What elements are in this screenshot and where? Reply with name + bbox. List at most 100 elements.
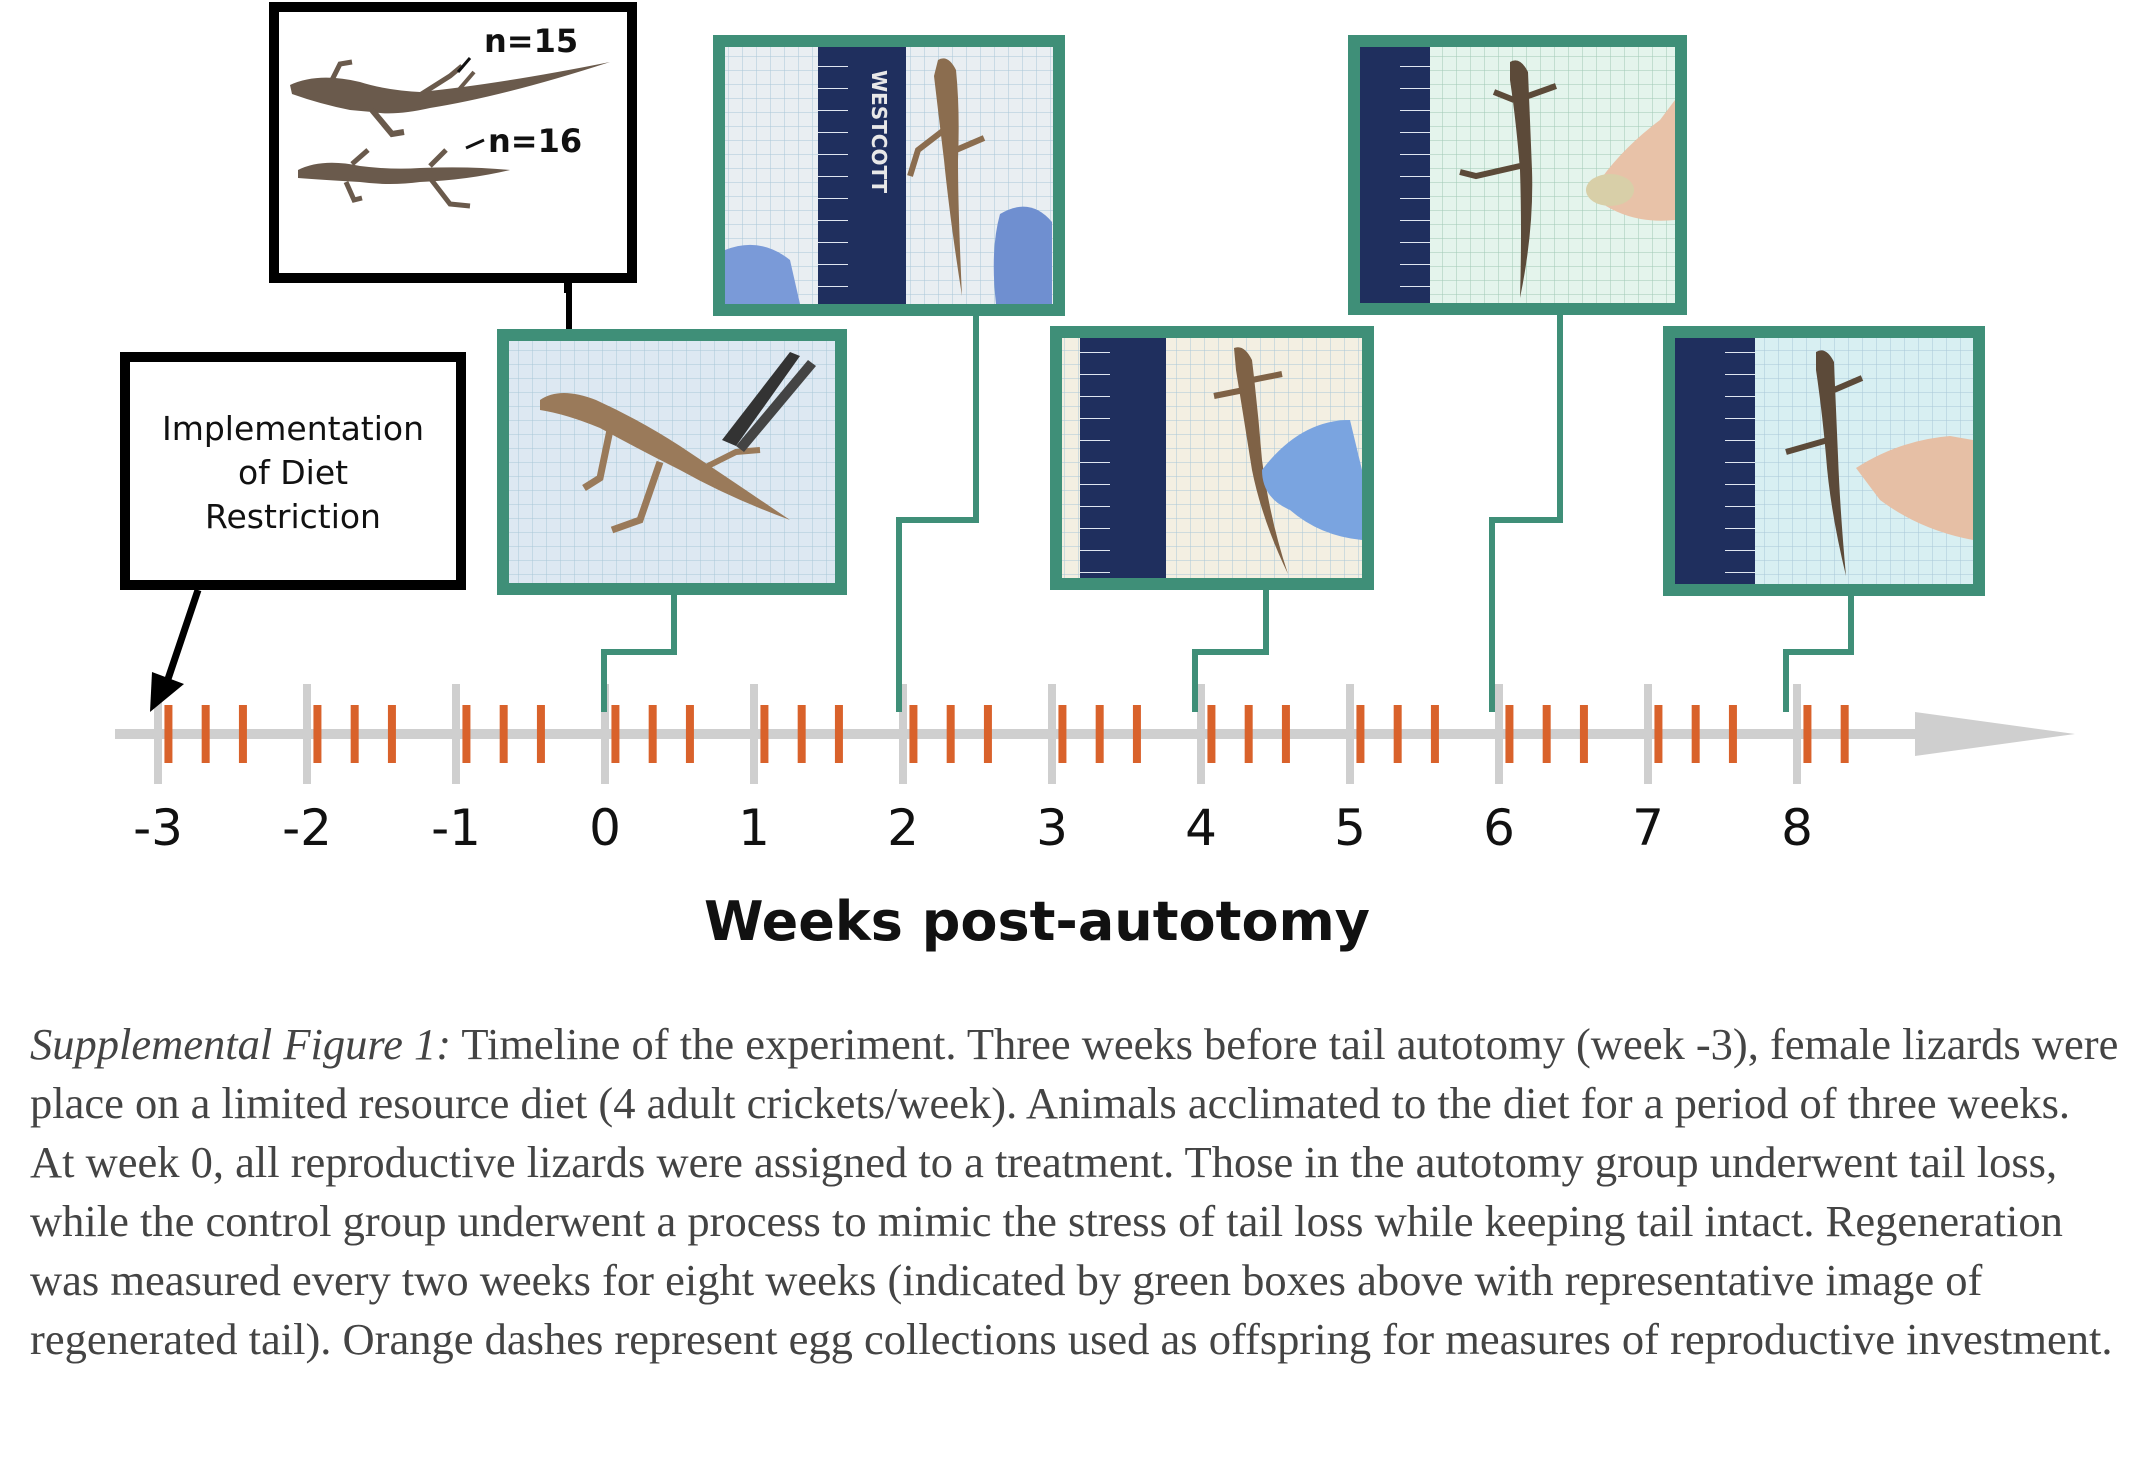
egg-collection-dash xyxy=(1579,705,1588,763)
measurement-week-4 xyxy=(1050,326,1374,712)
sample-size-callout: n=15 n=16 xyxy=(269,2,637,330)
egg-collection-dash xyxy=(1542,705,1551,763)
week-label--3: -3 xyxy=(133,799,183,857)
diet-box-line-3: Restriction xyxy=(205,497,381,536)
week-label--2: -2 xyxy=(282,799,332,857)
egg-collection-dash xyxy=(238,705,247,763)
week-4-photo xyxy=(1062,338,1362,578)
measurement-week-6 xyxy=(1348,35,1687,712)
hand-icon xyxy=(1856,436,1973,540)
week-0-photo xyxy=(509,341,835,583)
caption-label: Supplemental Figure 1: xyxy=(30,1019,452,1069)
egg-collection-dash xyxy=(1281,705,1290,763)
week-6-connector xyxy=(1489,314,1563,712)
week-label-8: 8 xyxy=(1781,799,1813,857)
week-2-photo: WESTCOTT xyxy=(725,47,1053,304)
gloved-hand-icon xyxy=(993,206,1052,304)
egg-collection-dash xyxy=(946,705,955,763)
egg-collection-dash xyxy=(164,705,173,763)
week-tick-8 xyxy=(1793,684,1801,784)
forceps-icon xyxy=(722,352,800,446)
lizard-photo-icon xyxy=(1816,350,1846,576)
egg-collection-dash xyxy=(1244,705,1253,763)
egg-collection-dash xyxy=(1430,705,1439,763)
lizard-autotomized-icon xyxy=(298,148,510,209)
week-label-0: 0 xyxy=(589,799,621,857)
diet-arrowhead-icon xyxy=(150,672,184,712)
egg-collection-dash xyxy=(350,705,359,763)
egg-collection-dash xyxy=(648,705,657,763)
week-label-4: 4 xyxy=(1185,799,1217,857)
egg-collection-dash xyxy=(1728,705,1737,763)
diet-restriction-box xyxy=(120,352,466,590)
axis-line xyxy=(115,729,1925,739)
week-label-6: 6 xyxy=(1483,799,1515,857)
sample-size-box xyxy=(269,2,637,283)
week-tick-1 xyxy=(750,684,758,784)
diet-restriction-callout: Implementation of Diet Restriction xyxy=(120,352,466,712)
egg-collection-dash xyxy=(201,705,210,763)
egg-collection-dash xyxy=(834,705,843,763)
egg-collection-dash xyxy=(1132,705,1141,763)
week-tick--2 xyxy=(303,684,311,784)
egg-collection-dash xyxy=(611,705,620,763)
egg-collection-dash xyxy=(536,705,545,763)
lizard-photo-icon xyxy=(1234,347,1288,574)
egg-collection-dash xyxy=(1356,705,1365,763)
egg-collection-dash xyxy=(313,705,322,763)
week-2-connector xyxy=(896,315,979,712)
egg-collection-dash xyxy=(499,705,508,763)
week-tick-3 xyxy=(1048,684,1056,784)
week-label-1: 1 xyxy=(738,799,770,857)
egg-collection-dash xyxy=(1840,705,1849,763)
sample-label-intact: n=15 xyxy=(484,22,578,60)
egg-collection-dash xyxy=(1691,705,1700,763)
week-8-connector xyxy=(1783,596,1854,712)
measurement-week-2: WESTCOTT xyxy=(713,35,1065,712)
week-label-7: 7 xyxy=(1632,799,1664,857)
diet-arrow-line xyxy=(162,588,202,687)
sample-label-autotomized-leader xyxy=(465,138,485,150)
week-tick-2 xyxy=(899,684,907,784)
egg-collection-dash xyxy=(760,705,769,763)
egg-collection-dash xyxy=(462,705,471,763)
figure-caption: Supplemental Figure 1: Timeline of the e… xyxy=(30,1015,2120,1369)
week-ticks xyxy=(154,684,1801,784)
week-label--1: -1 xyxy=(431,799,481,857)
week-labels: -3 -2 -1 0 1 2 3 4 5 6 7 8 xyxy=(133,799,1813,857)
week-0-connector xyxy=(601,595,677,712)
week-4-connector xyxy=(1192,589,1269,712)
week-tick-7 xyxy=(1644,684,1652,784)
measurement-week-0 xyxy=(497,329,847,712)
week-tick--3 xyxy=(154,684,162,784)
measurement-week-8 xyxy=(1663,326,1985,712)
week-label-3: 3 xyxy=(1036,799,1068,857)
lizard-intact-tail-icon xyxy=(290,59,610,138)
sample-label-autotomized: n=16 xyxy=(488,122,582,160)
egg-collection-dash xyxy=(685,705,694,763)
week-6-photo xyxy=(1360,47,1675,303)
egg-collection-dash xyxy=(1095,705,1104,763)
sample-label-intact-leader xyxy=(456,57,472,73)
week-label-2: 2 xyxy=(887,799,919,857)
egg-collection-dash xyxy=(1505,705,1514,763)
diet-box-line-2: of Diet xyxy=(238,453,348,492)
timeline-axis: -3 -2 -1 0 1 2 3 4 5 6 7 8 xyxy=(115,684,2075,857)
egg-collection-dash xyxy=(387,705,396,763)
week-tick-5 xyxy=(1346,684,1354,784)
week-tick-4 xyxy=(1197,684,1205,784)
ruler-brand-text: WESTCOTT xyxy=(867,70,891,194)
week-tick-6 xyxy=(1495,684,1503,784)
egg-collection-dash xyxy=(1207,705,1216,763)
lizard-photo-icon xyxy=(540,393,790,520)
caption-text: Timeline of the experiment. Three weeks … xyxy=(30,1019,2119,1364)
gloved-hand-icon xyxy=(1262,420,1362,540)
lizard-photo-icon xyxy=(1510,60,1533,299)
egg-collection-dashes xyxy=(164,705,1849,763)
diet-box-line-1: Implementation xyxy=(162,409,424,448)
egg-collection-dash xyxy=(1803,705,1812,763)
egg-collection-dash xyxy=(1058,705,1067,763)
week-8-photo xyxy=(1675,338,1973,584)
week-label-5: 5 xyxy=(1334,799,1366,857)
